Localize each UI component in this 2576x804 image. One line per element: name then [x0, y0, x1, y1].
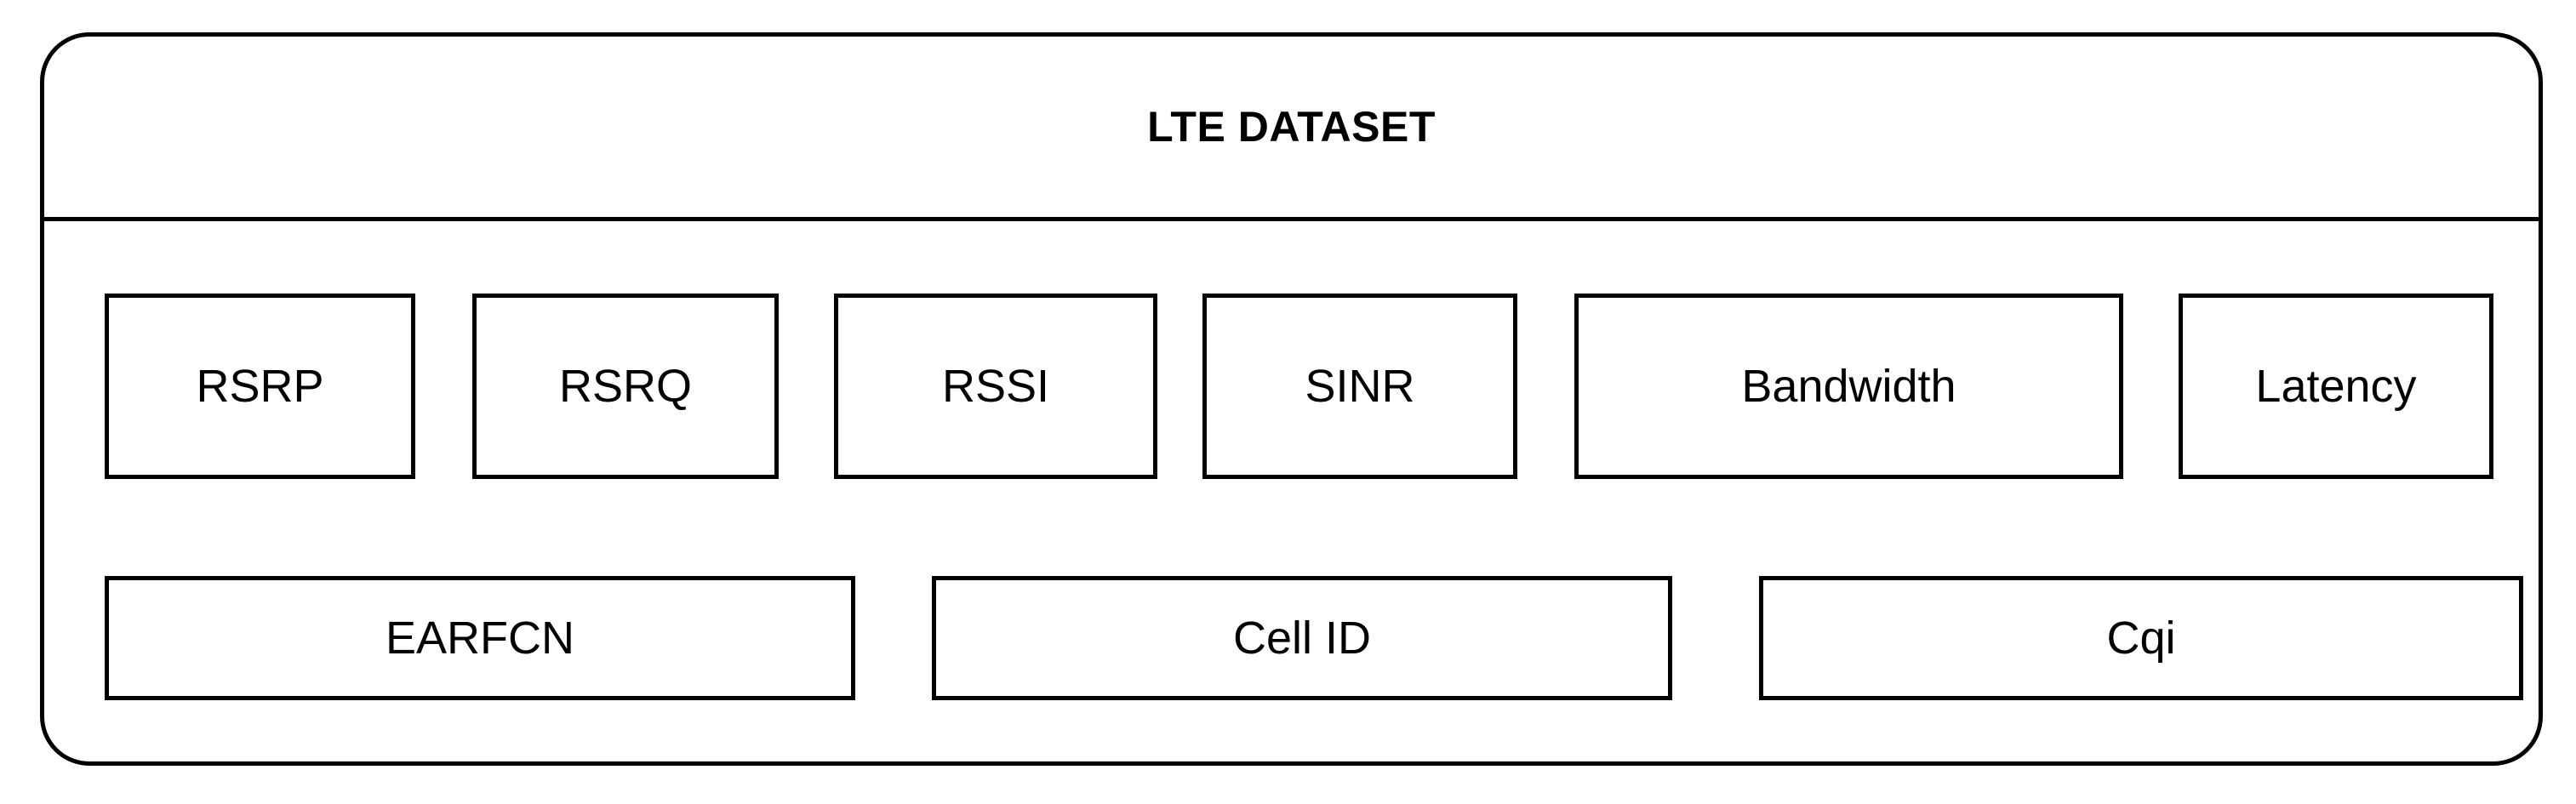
- field-label-earfcn: EARFCN: [385, 613, 574, 664]
- lte-dataset-container: LTE DATASET RSRP RSRQ RSSI SINR Bandwidt…: [40, 32, 2543, 766]
- title-divider: [44, 217, 2539, 221]
- field-box-latency[interactable]: Latency: [2179, 294, 2493, 479]
- field-box-sinr[interactable]: SINR: [1202, 294, 1517, 479]
- field-box-cell-id[interactable]: Cell ID: [932, 576, 1672, 700]
- field-label-rsrq: RSRQ: [558, 361, 692, 412]
- field-label-rssi: RSSI: [941, 361, 1050, 412]
- field-label-cell-id: Cell ID: [1232, 613, 1372, 664]
- field-label-sinr: SINR: [1305, 361, 1415, 412]
- page-title: LTE DATASET: [1147, 103, 1436, 151]
- field-label-bandwidth: Bandwidth: [1741, 361, 1956, 412]
- field-box-earfcn[interactable]: EARFCN: [105, 576, 855, 700]
- dataset-fields-area: RSRP RSRQ RSSI SINR Bandwidth Latency EA…: [44, 221, 2539, 766]
- dataset-title-bar: LTE DATASET: [44, 37, 2539, 217]
- field-box-rsrp[interactable]: RSRP: [105, 294, 415, 479]
- field-box-cqi[interactable]: Cqi: [1759, 576, 2523, 700]
- field-label-rsrp: RSRP: [196, 361, 324, 412]
- field-box-bandwidth[interactable]: Bandwidth: [1574, 294, 2123, 479]
- field-label-cqi: Cqi: [2106, 613, 2176, 664]
- field-box-rsrq[interactable]: RSRQ: [472, 294, 779, 479]
- field-label-latency: Latency: [2255, 361, 2417, 412]
- field-box-rssi[interactable]: RSSI: [834, 294, 1157, 479]
